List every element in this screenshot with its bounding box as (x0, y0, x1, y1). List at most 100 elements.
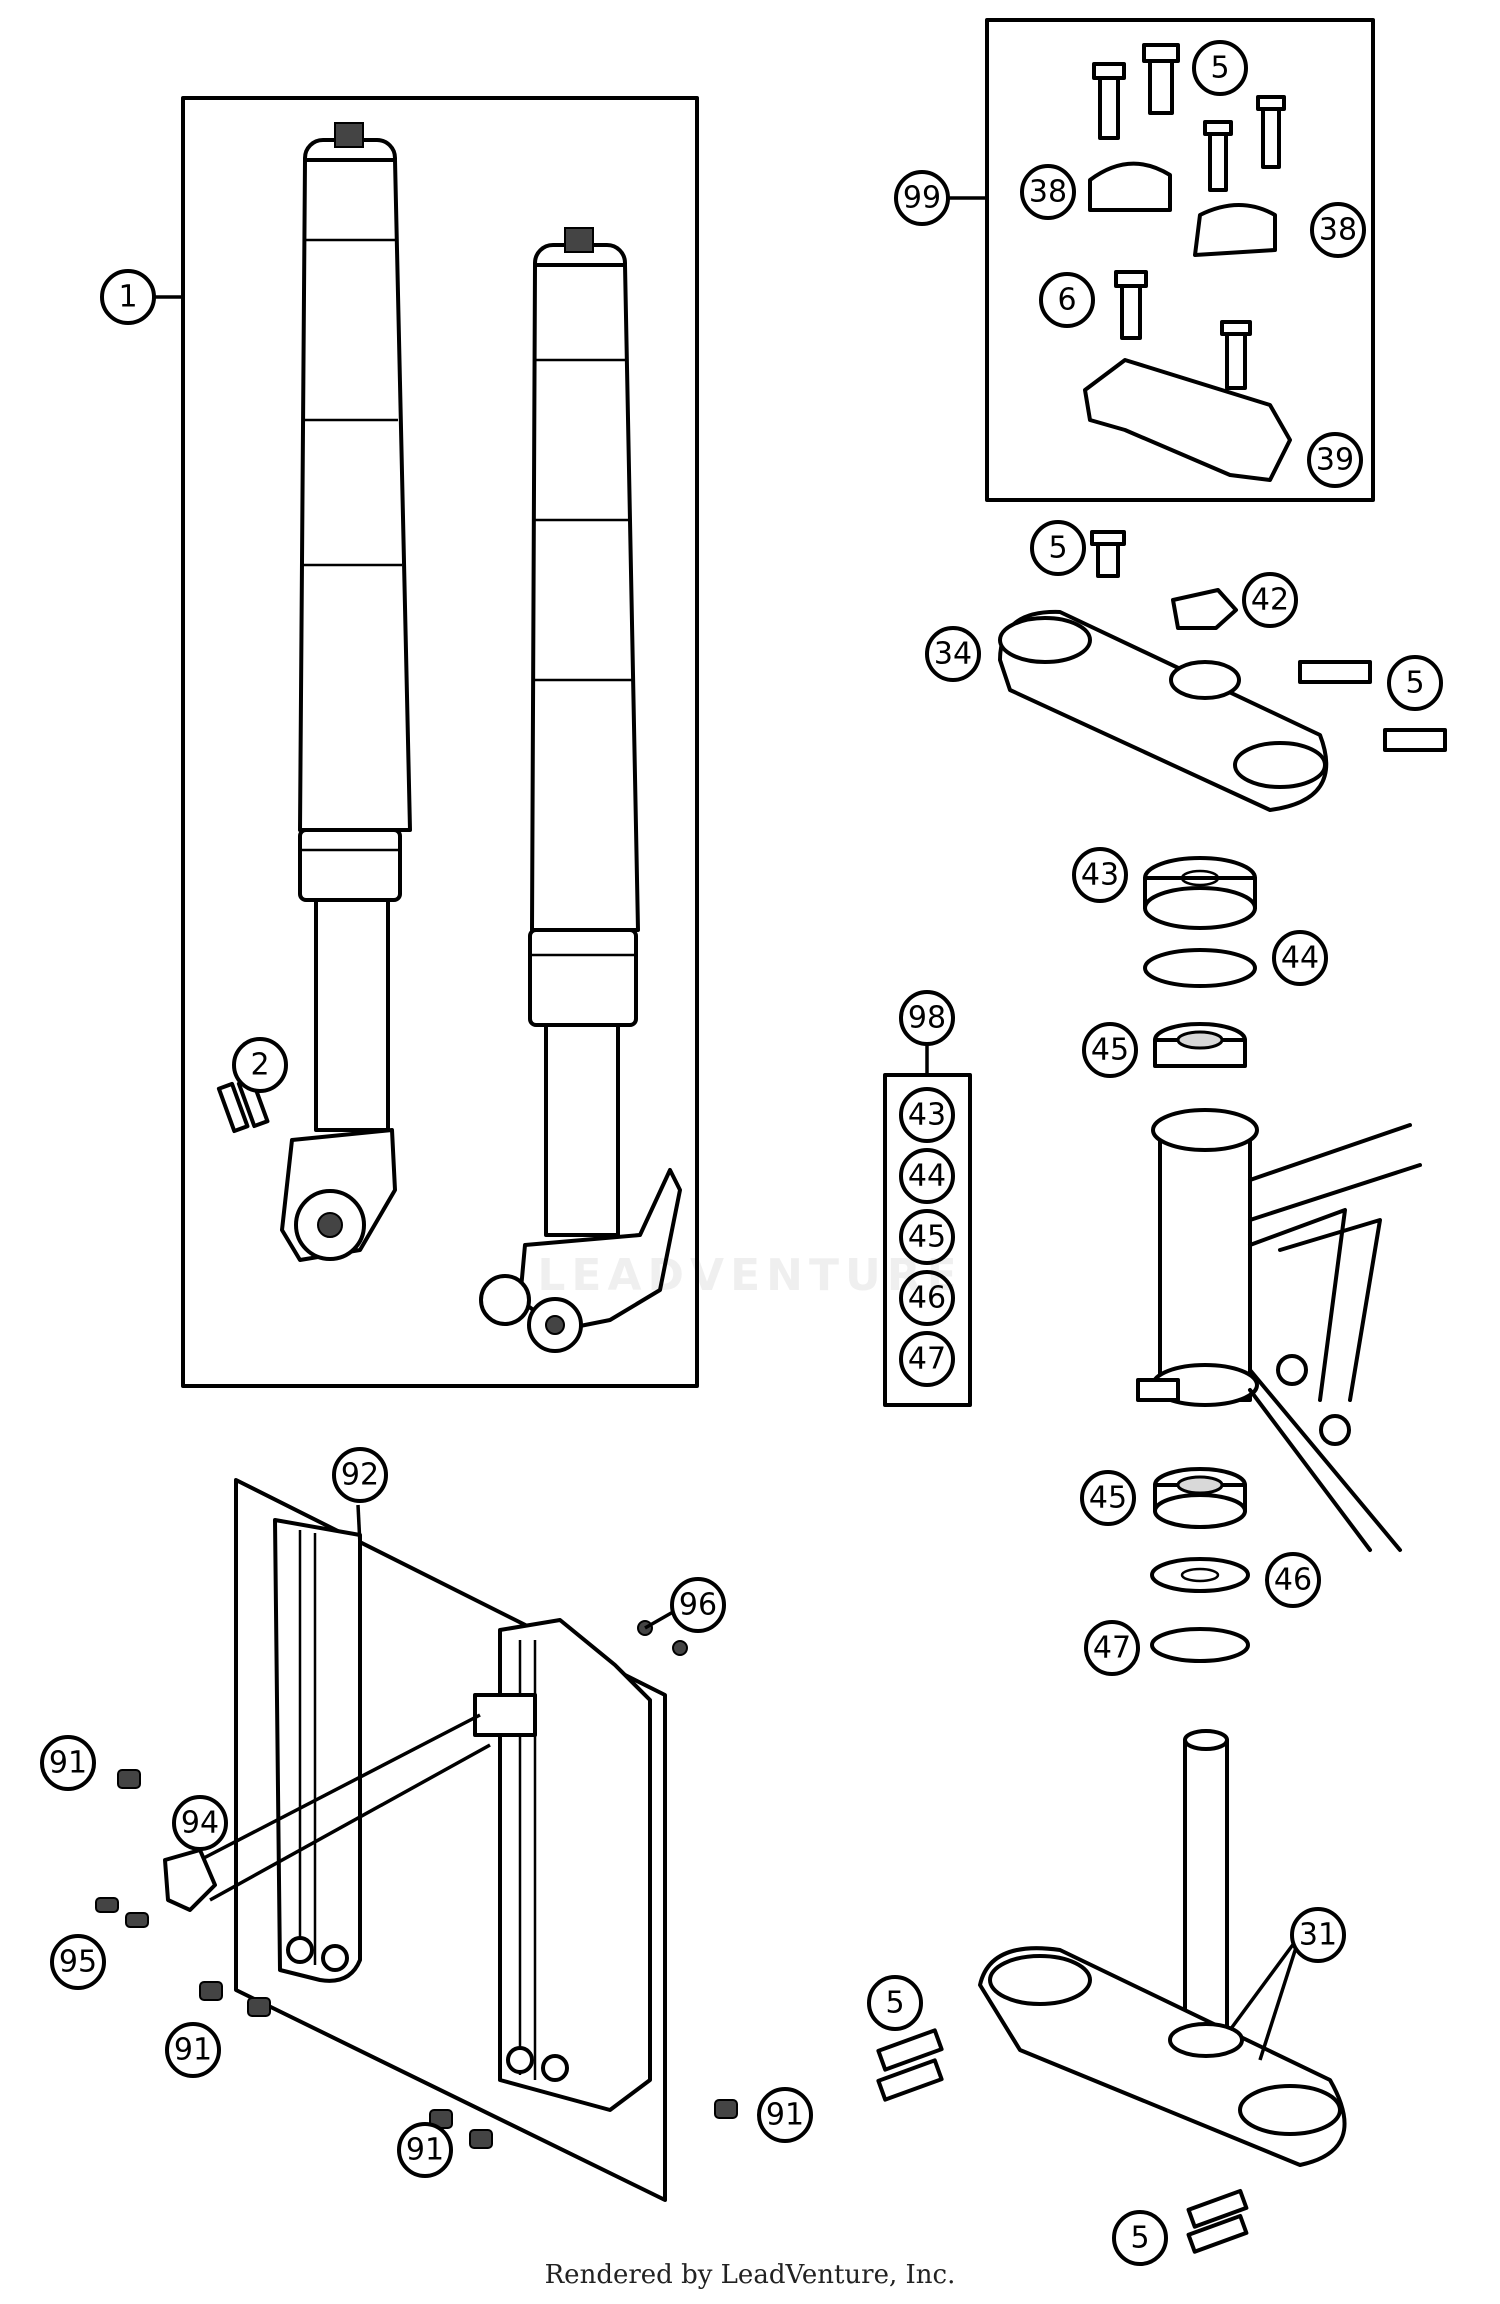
callout-number: 44 (908, 1159, 946, 1194)
callout-number: 5 (1048, 531, 1067, 566)
callout-circle (1310, 202, 1366, 258)
callout-circle (670, 1577, 726, 1633)
callout-circle (1082, 1022, 1138, 1078)
callout-c96: 96 (670, 1577, 726, 1633)
callout-number: 6 (1057, 283, 1076, 318)
callout-number: 91 (766, 2098, 804, 2133)
clamp-kit-parts (1083, 43, 1292, 482)
callout-c95: 95 (50, 1934, 106, 1990)
callout-circle (894, 170, 950, 226)
upper-triple-clamp (998, 530, 1447, 812)
callout-circle (1290, 1907, 1346, 1963)
upper-bearing-stack (1143, 856, 1257, 1068)
callout-circle (1307, 432, 1363, 488)
callout-number: 38 (1029, 175, 1067, 210)
callout-number: 45 (1089, 1481, 1127, 1516)
callout-number: 96 (679, 1588, 717, 1623)
callout-number: 91 (406, 2133, 444, 2168)
callout-circle (1072, 847, 1128, 903)
callout-circle (899, 990, 955, 1046)
callout-c94: 94 (172, 1795, 228, 1851)
callout-k44: 44 (899, 1148, 955, 1204)
callout-circle (1192, 40, 1248, 96)
callout-c99: 99 (894, 170, 950, 226)
callout-circle (1020, 164, 1076, 220)
callout-circle (899, 1087, 955, 1143)
callout-k46: 46 (899, 1270, 955, 1326)
fork-guard-sheet (163, 1478, 688, 2202)
lower-triple-clamp (876, 1729, 1347, 2254)
callout-number: 5 (1210, 51, 1229, 86)
callout-number: 34 (934, 637, 972, 672)
callout-circle (899, 1148, 955, 1204)
render-credit: Rendered by LeadVenture, Inc. (544, 2260, 956, 2290)
callout-c5e: 5 (1112, 2210, 1168, 2266)
right-fork-leg (479, 227, 682, 1353)
callout-c91b: 91 (165, 2022, 221, 2078)
callout-c44: 44 (1272, 930, 1328, 986)
callout-circle (1112, 2210, 1168, 2266)
callout-number: 92 (341, 1458, 379, 1493)
callout-c5d: 5 (867, 1975, 923, 2031)
callout-number: 42 (1251, 583, 1289, 618)
callout-circle (1039, 272, 1095, 328)
callout-c34: 34 (925, 626, 981, 682)
callout-circle (40, 1735, 96, 1791)
callout-number: 91 (174, 2033, 212, 2068)
callout-number: 46 (908, 1281, 946, 1316)
callout-c5c: 5 (1387, 655, 1443, 711)
callout-number: 2 (250, 1048, 269, 1083)
callout-circle (1080, 1470, 1136, 1526)
leader-lines (152, 196, 1302, 2061)
handlebar-clamp-kit-frame (985, 18, 1375, 502)
callout-c47: 47 (1084, 1620, 1140, 1676)
callout-circle (1084, 1620, 1140, 1676)
callout-k45: 45 (899, 1209, 955, 1265)
callout-c45b: 45 (1080, 1470, 1136, 1526)
callout-c1: 1 (100, 269, 156, 325)
guard-screws (95, 1769, 738, 2149)
callout-number: 5 (885, 1986, 904, 2021)
callout-c43: 43 (1072, 847, 1128, 903)
callout-number: 95 (59, 1945, 97, 1980)
callout-circle (899, 1270, 955, 1326)
left-fork-leg (280, 122, 412, 1262)
callout-k43: 43 (899, 1087, 955, 1143)
callout-circle (397, 2122, 453, 2178)
callout-number: 47 (908, 1342, 946, 1377)
callout-c38a: 38 (1020, 164, 1076, 220)
callout-c5b: 5 (1030, 520, 1086, 576)
callout-number: 43 (1081, 858, 1119, 893)
callout-number: 46 (1274, 1563, 1312, 1598)
callout-c92: 92 (332, 1447, 388, 1503)
callout-circle (1272, 930, 1328, 986)
fork-assembly-frame (181, 96, 699, 1388)
callout-c2: 2 (232, 1037, 288, 1093)
callout-number: 45 (908, 1220, 946, 1255)
callout-circle (925, 626, 981, 682)
callout-circle (867, 1975, 923, 2031)
callout-circle (100, 269, 156, 325)
callout-circle (1265, 1552, 1321, 1608)
callout-circle (232, 1037, 288, 1093)
callout-c91d: 91 (757, 2087, 813, 2143)
frame-headtube (1136, 1108, 1422, 1552)
callout-number: 39 (1316, 443, 1354, 478)
callout-c91a: 91 (40, 1735, 96, 1791)
callout-number: 5 (1130, 2221, 1149, 2256)
callout-circle (1030, 520, 1086, 576)
callout-circle (50, 1934, 106, 1990)
callout-circle (165, 2022, 221, 2078)
callout-number: 47 (1093, 1631, 1131, 1666)
callout-number: 94 (181, 1806, 219, 1841)
callout-circle (172, 1795, 228, 1851)
callout-number: 5 (1405, 666, 1424, 701)
callout-number: 99 (903, 181, 941, 216)
callout-number: 45 (1091, 1033, 1129, 1068)
watermark: LEADVENTURE (537, 1250, 963, 1301)
callout-circle (757, 2087, 813, 2143)
callout-c42: 42 (1242, 572, 1298, 628)
axle-clamp-bolts (216, 1076, 270, 1134)
callout-c5a: 5 (1192, 40, 1248, 96)
